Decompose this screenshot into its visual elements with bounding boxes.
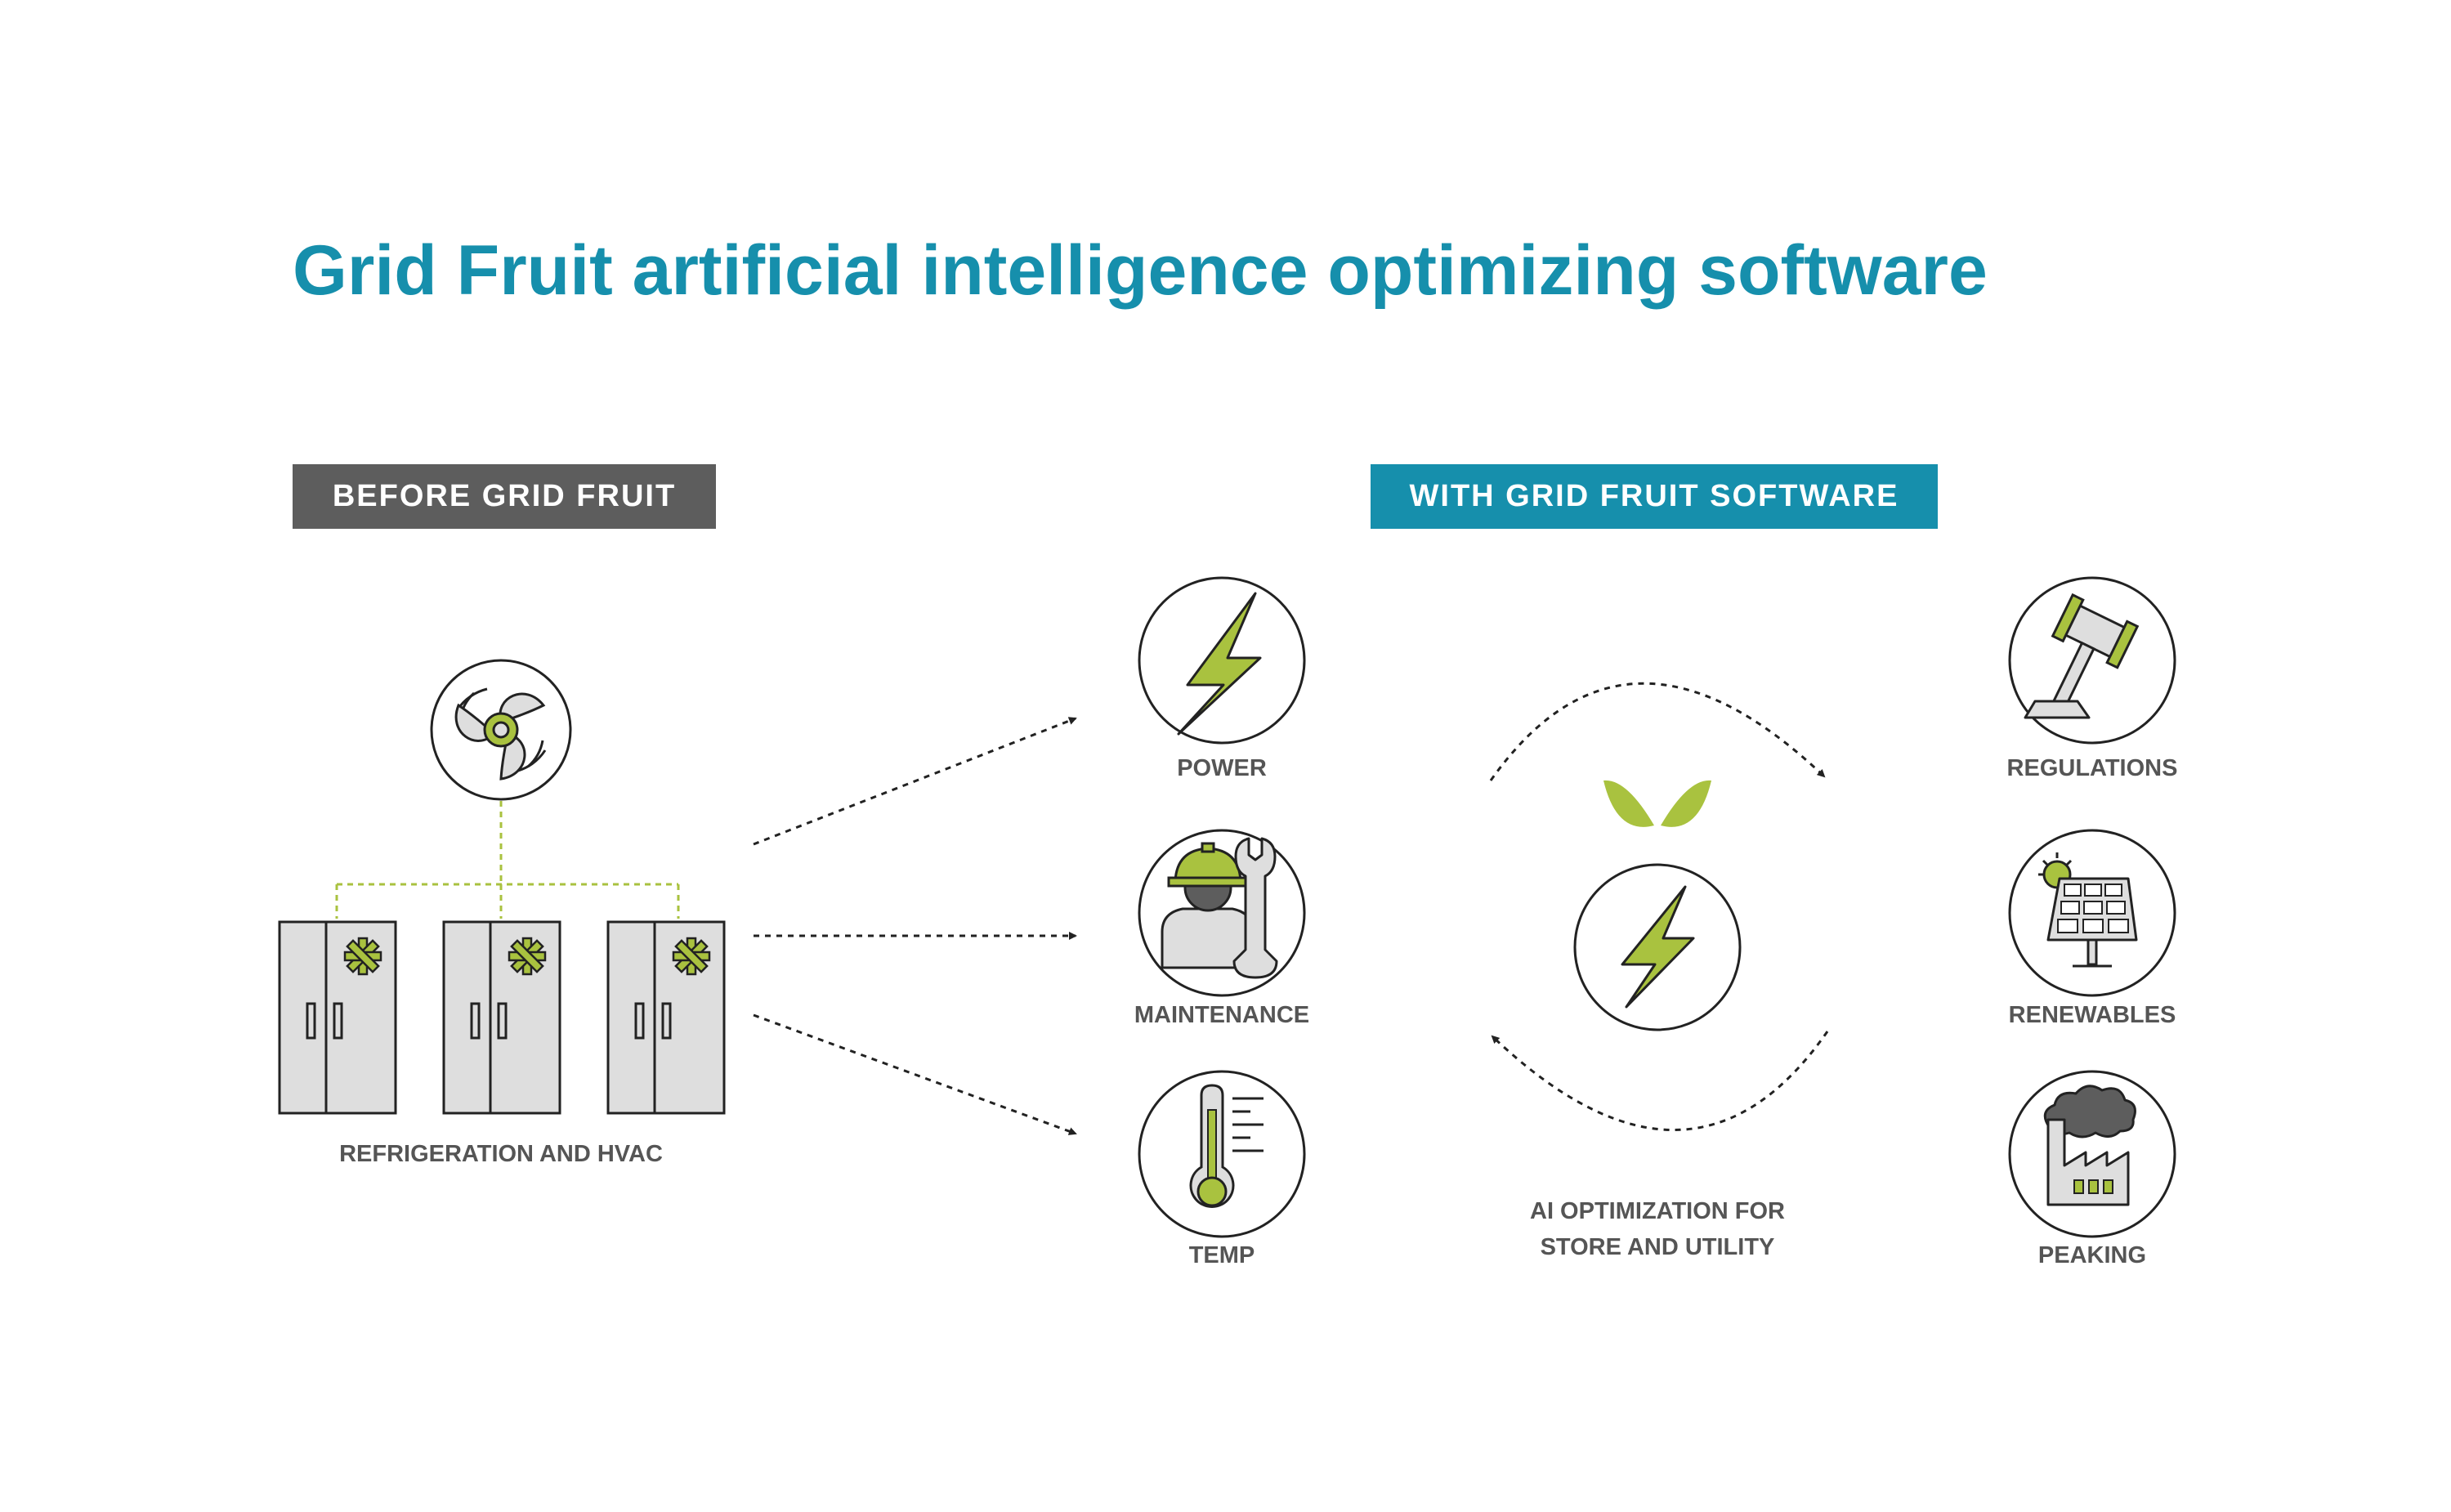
refrigerator-icon — [606, 920, 726, 1115]
fan-connector-lines — [335, 801, 680, 919]
regulations-label: REGULATIONS — [2006, 755, 2178, 781]
maintenance-label: MAINTENANCE — [1134, 1002, 1310, 1028]
grid-fruit-logo-icon — [1573, 780, 1742, 1031]
page-title: Grid Fruit artificial intelligence optim… — [293, 231, 1988, 310]
refrigerator-icon — [442, 920, 561, 1115]
solar-panel-icon — [2008, 829, 2176, 997]
optimization-cycle-arrows — [1489, 682, 1829, 1131]
ai-optimization-label-line2: STORE AND UTILITY — [1540, 1234, 1775, 1260]
with-grid-fruit-banner: WITH GRID FRUIT SOFTWARE — [1371, 464, 1938, 529]
peaking-label: PEAKING — [2037, 1242, 2147, 1268]
factory-icon — [2008, 1070, 2176, 1238]
thermometer-icon — [1138, 1070, 1306, 1238]
before-grid-fruit-banner: BEFORE GRID FRUIT — [293, 464, 716, 529]
outcome-arrows — [753, 717, 1077, 1135]
lightning-bolt-icon — [1138, 576, 1306, 745]
refrigeration-label: REFRIGERATION AND HVAC — [339, 1141, 663, 1167]
temp-label: TEMP — [1188, 1242, 1255, 1268]
ai-optimization-label: AI OPTIMIZATION FOR — [1530, 1198, 1785, 1224]
gavel-icon — [2008, 576, 2176, 745]
worker-wrench-icon — [1138, 829, 1306, 997]
power-label: POWER — [1177, 755, 1267, 781]
refrigerator-icon — [278, 920, 397, 1115]
fan-icon — [430, 659, 572, 801]
renewables-label: RENEWABLES — [2008, 1002, 2176, 1028]
